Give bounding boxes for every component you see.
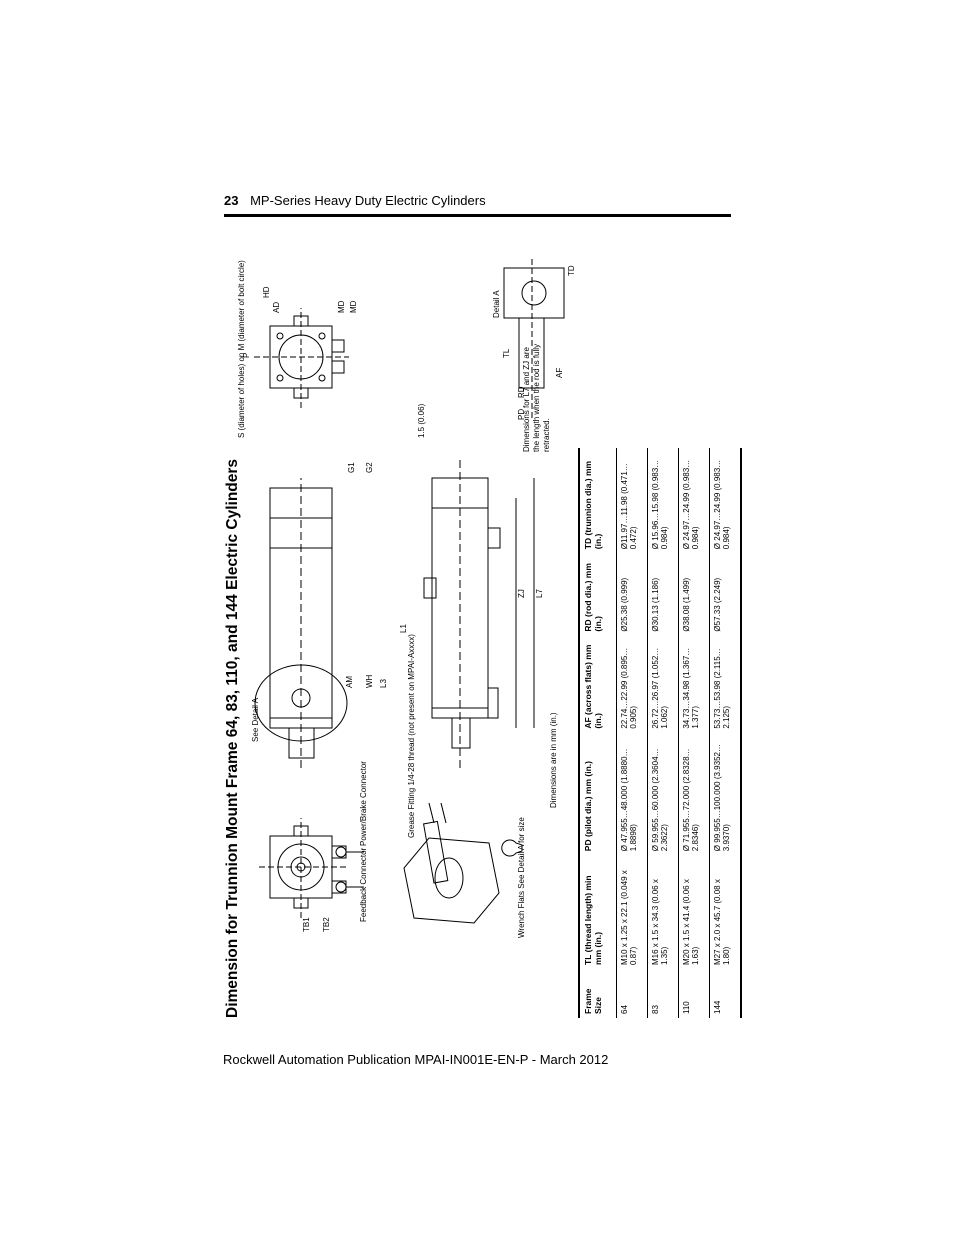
power-brake-connector-label: Power/Brake Connector <box>359 761 368 846</box>
end-view-right <box>254 308 349 408</box>
running-title: MP-Series Heavy Duty Electric Cylinders <box>250 193 486 208</box>
wh-label: WH <box>365 674 374 688</box>
zj-label: ZJ <box>517 589 526 598</box>
md-label-1: MD <box>337 300 346 313</box>
grease-fitting-label: Grease Fitting 1/4-28 thread (not presen… <box>407 634 416 838</box>
table-cell: 53.73…53.98 (2.115…2.125) <box>709 635 741 733</box>
p-label: P <box>242 353 251 358</box>
feedback-connector-label: Feedback Connector <box>359 847 368 922</box>
table-cell: 144 <box>709 968 741 1018</box>
td-label: TD <box>567 265 576 276</box>
tb1-label: TB1 <box>302 917 311 932</box>
md-label-2: MD <box>349 300 358 313</box>
table-cell: Ø11.97…11.98 (0.471…0.472) <box>616 448 648 554</box>
table-row: 110 M20 x 1.5 x 41.4 (0.06 x 1.63) Ø 71.… <box>678 448 710 1018</box>
page-number: 23 <box>224 193 239 208</box>
table-cell: Ø38.08 (1.499) <box>678 553 710 636</box>
tb2-label: TB2 <box>322 917 331 932</box>
table-cell: Ø 24.97…24.99 (0.983…0.984) <box>709 448 741 554</box>
table-cell: 26.72…26.97 (1.052…1.062) <box>647 635 679 733</box>
col-header: Frame Size <box>579 968 617 1018</box>
table-cell: 34.73…34.98 (1.367…1.377) <box>678 635 710 733</box>
rd-label: RD <box>517 386 526 398</box>
wrench-icon <box>501 839 523 857</box>
see-detail-a-label: See Detail A <box>251 697 260 742</box>
dimension-drawings: TB1 TB2 Feedback Connector Power/Brake C… <box>237 258 576 938</box>
table-row: 144 M27 x 2.0 x 45.7 (0.08 x 1.80) Ø 99.… <box>709 448 741 1018</box>
af-label: AF <box>555 368 564 378</box>
zj-note: Dimensions for L7 and ZJ are the length … <box>522 343 551 452</box>
table-cell: Ø 15.96…15.98 (0.983…0.984) <box>647 448 679 554</box>
header-rule <box>224 214 731 217</box>
page-header: 23 MP-Series Heavy Duty Electric Cylinde… <box>224 193 486 208</box>
table-row: 64 M10 x 1.25 x 22.1 (0.049 x 0.87) Ø 47… <box>616 448 648 1018</box>
am-label: AM <box>345 676 354 688</box>
table-cell: Ø30.13 (1.186) <box>647 553 679 636</box>
table-header-row: Frame Size TL (thread length) min mm (in… <box>579 448 617 1018</box>
table-cell: Ø 71.955…72.000 (2.8328…2.8346) <box>678 732 710 856</box>
l3-label: L3 <box>379 679 388 688</box>
table-cell: Ø 99.955…100.000 (3.9352…3.9370) <box>709 732 741 856</box>
dimensions-units-note: Dimensions are in mm (in.) <box>549 712 558 808</box>
table-cell: M20 x 1.5 x 41.4 (0.06 x 1.63) <box>678 855 710 969</box>
col-header: RD (rod dia.) mm (in.) <box>579 553 617 636</box>
hd-label: HD <box>262 286 271 298</box>
end-view-connectors <box>259 818 364 918</box>
isometric-view <box>403 802 500 924</box>
rotated-content: Dimension for Trunnion Mount Frame 64, 8… <box>224 218 741 1018</box>
l7-label: L7 <box>535 589 544 598</box>
table-cell: Ø57.33 (2.249) <box>709 553 741 636</box>
tl-label: TL <box>502 348 511 358</box>
col-header: TD (trunnion dia.) mm (in.) <box>579 448 617 554</box>
col-header: PD (pilot dia.) mm (in.) <box>579 732 617 856</box>
detail-a-label: Detail A <box>492 290 501 318</box>
l1-label: L1 <box>399 624 408 633</box>
s-note-label: S (diameter of holes) on M (diameter of … <box>237 260 246 438</box>
table-cell: Ø 59.955…60.000 (2.3604…2.3622) <box>647 732 679 856</box>
detail-a-view <box>503 258 565 418</box>
wrench-flats-label: Wrench Flats See Detail A for size <box>517 817 526 938</box>
side-view-lower <box>423 458 501 768</box>
page-footer: Rockwell Automation Publication MPAI-IN0… <box>223 1052 609 1067</box>
table-row: 83 M16 x 1.5 x 34.3 (0.06 x 1.35) Ø 59.9… <box>647 448 679 1018</box>
ad-label: AD <box>272 302 281 313</box>
table-cell: 64 <box>616 968 648 1018</box>
table-cell: M16 x 1.5 x 34.3 (0.06 x 1.35) <box>647 855 679 969</box>
table-cell: Ø 24.97…24.99 (0.983…0.984) <box>678 448 710 554</box>
side-view-upper <box>254 478 348 768</box>
g-value-label: 1.5 (0.06) <box>417 403 426 438</box>
table-cell: Ø25.38 (0.999) <box>616 553 648 636</box>
table-cell: Ø 47.955…48.000 (1.8880…1.8898) <box>616 732 648 856</box>
dimensions-table: Frame Size TL (thread length) min mm (in… <box>578 448 742 1018</box>
table-cell: 22.74…22.99 (0.895…0.905) <box>616 635 648 733</box>
pd-label: PD <box>517 409 526 420</box>
table-cell: 83 <box>647 968 679 1018</box>
col-header: TL (thread length) min mm (in.) <box>579 855 617 969</box>
table-cell: M10 x 1.25 x 22.1 (0.049 x 0.87) <box>616 855 648 969</box>
g1-label: G1 <box>347 462 356 473</box>
table-cell: M27 x 2.0 x 45.7 (0.08 x 1.80) <box>709 855 741 969</box>
table-cell: 110 <box>678 968 710 1018</box>
g2-label: G2 <box>365 462 374 473</box>
col-header: AF (across flats) mm (in.) <box>579 635 617 733</box>
